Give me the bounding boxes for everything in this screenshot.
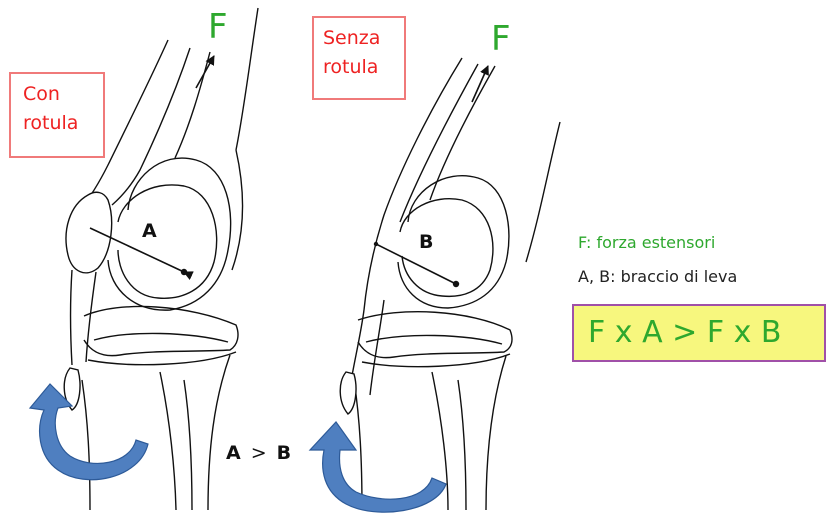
femur-right [526,122,560,262]
comparison-left: A [226,442,241,464]
femur-left [236,8,258,150]
comparison-right: B [277,442,291,464]
lever-label-b: B [419,232,433,252]
pivot-point-right [453,281,459,287]
knee-without-patella [340,58,560,510]
formula-box: F x A > F x B [572,304,826,362]
tibia-left [84,306,238,355]
patellar-ligament-left [71,270,73,365]
lever-label-a: A [142,221,157,241]
lever-comparison: A > B [226,442,291,464]
comparison-operator: > [251,442,267,464]
force-label-right: F [491,22,511,56]
legend-force: F: forza estensori [578,234,715,252]
patella [66,192,112,273]
force-label-left: F [208,10,228,44]
rotation-arrow-left [30,384,148,480]
rotation-arrow-right [310,422,446,512]
lever-arm-b [376,244,456,284]
pivot-point-left [181,269,187,275]
force-arrow-left [196,56,214,88]
legend-lever-arm: A, B: braccio di leva [578,268,737,286]
